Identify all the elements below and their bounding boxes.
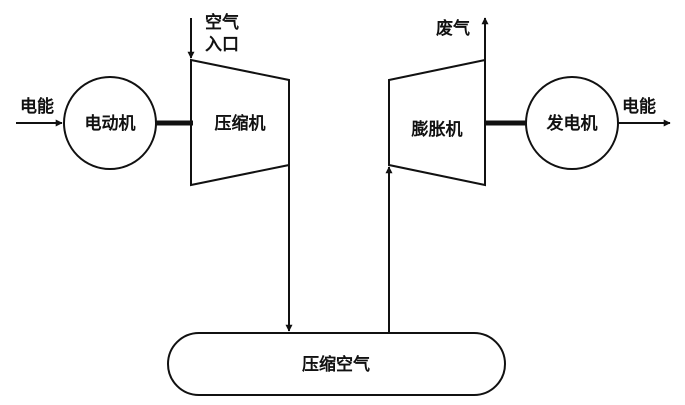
expander-node: 膨胀机 [388, 58, 486, 187]
exhaust-flow: 废气 [436, 17, 489, 60]
generator-node: 发电机 [525, 76, 619, 170]
motor-label: 电动机 [85, 113, 136, 134]
power-in-label: 电能 [20, 96, 54, 117]
exhaust-label: 废气 [436, 18, 470, 39]
expander-trapezoid [388, 58, 486, 187]
expander-label: 膨胀机 [412, 119, 463, 140]
power-in-flow: 电能 [16, 96, 63, 127]
compressor-label: 压缩机 [215, 113, 266, 134]
air-inlet-flow: 空气 入口 [187, 12, 239, 59]
storage-vessel [167, 332, 506, 396]
power-out-flow: 电能 [618, 96, 671, 127]
air-inlet-label-line1: 空气 [205, 12, 239, 33]
power-out-label: 电能 [622, 96, 656, 117]
storage-node: 压缩空气 [167, 332, 506, 396]
storage-label: 压缩空气 [302, 354, 370, 375]
generator-label: 发电机 [546, 113, 598, 134]
motor-node: 电动机 [63, 76, 157, 170]
air-inlet-label-line2: 入口 [205, 35, 239, 55]
compressor-node: 压缩机 [190, 58, 290, 187]
